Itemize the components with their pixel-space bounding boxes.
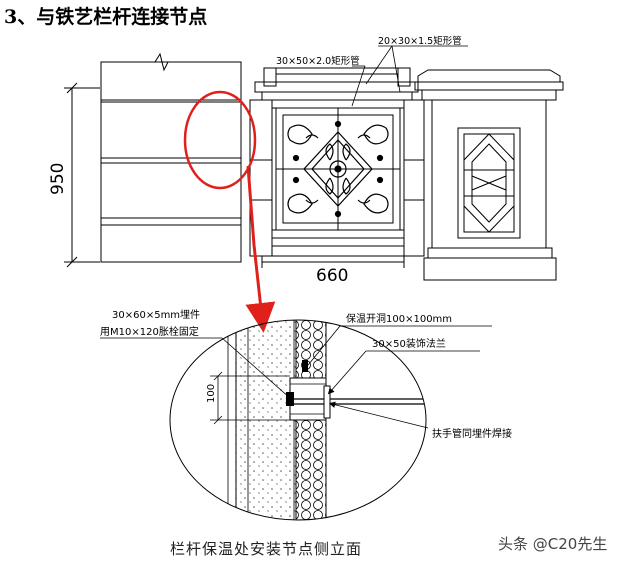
right-pier (414, 69, 564, 281)
dim-100-label: 100 (206, 384, 217, 403)
ornament (287, 120, 389, 218)
railing-frame (249, 67, 425, 257)
weld-label: 扶手管同埋件焊接 (432, 427, 512, 440)
left-wall-column (100, 52, 242, 263)
dimension-950 (64, 82, 100, 268)
tube-30x50-label: 30×50×2.0矩形管 (276, 55, 360, 67)
detail-arrow (245, 165, 276, 333)
detail-dimension-100 (210, 371, 290, 425)
width-660-label: 660 (316, 266, 348, 286)
tube-20x30-label: 20×30×1.5矩形管 (378, 35, 462, 47)
detail-caption: 栏杆保温处安装节点侧立面 (170, 540, 363, 558)
highlight-circle (183, 90, 257, 190)
insulation-hole-label: 保温开洞100×100mm (346, 312, 452, 325)
flange-label: 30×50装饰法兰 (372, 337, 446, 350)
watermark: 头条 @C20先生 (498, 535, 608, 553)
dimension-660 (261, 256, 405, 268)
section-title: 3、与铁艺栏杆连接节点 (4, 6, 208, 28)
embed-label-line2: 用M10×120胀栓固定 (100, 325, 199, 338)
embed-label-line1: 30×60×5mm埋件 (112, 309, 200, 321)
height-950-label: 950 (48, 163, 68, 195)
